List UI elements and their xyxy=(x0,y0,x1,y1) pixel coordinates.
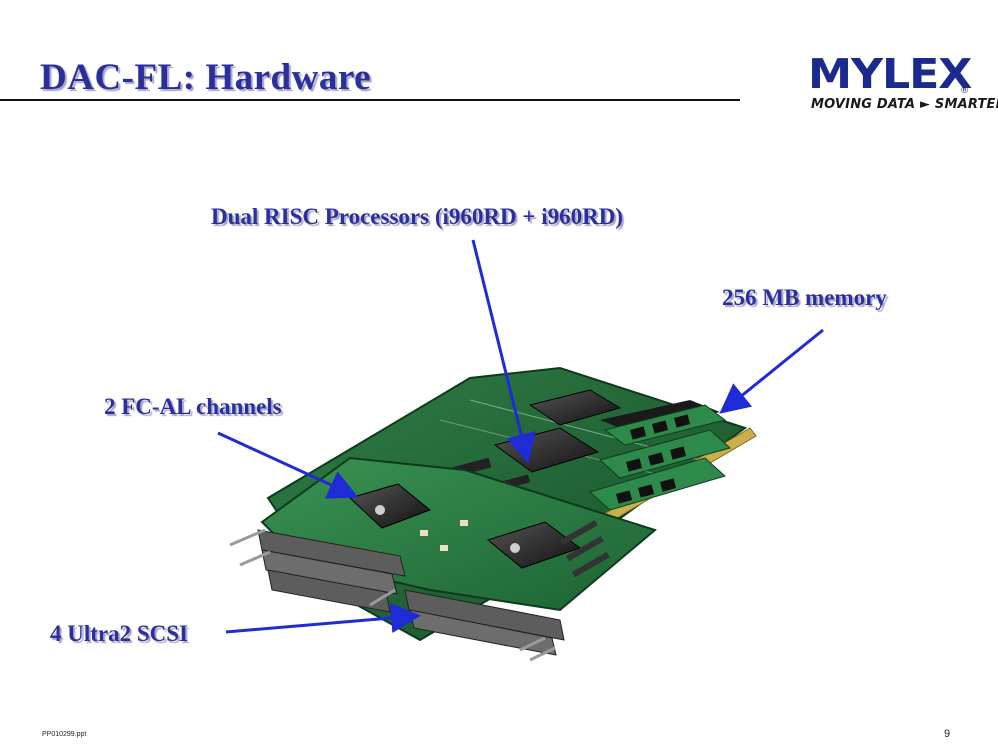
footer-page-number: 9 xyxy=(944,728,951,740)
title-rule xyxy=(0,99,740,101)
callout-scsi: 4 Ultra2 SCSI xyxy=(50,621,189,646)
logo-wordmark: MYLEX xyxy=(808,50,972,98)
memory-modules xyxy=(589,400,732,511)
footer-filename: PP010299.ppt xyxy=(42,731,87,738)
callout-processors: Dual RISC Processors (i960RD + i960RD) xyxy=(211,204,623,229)
logo-tagline: MOVING DATA ► SMARTER xyxy=(811,97,998,112)
callout-memory: 256 MB memory xyxy=(722,285,887,310)
callout-fc-al: 2 FC-AL channels xyxy=(104,394,282,419)
logo-registered-mark: ® xyxy=(960,86,969,96)
mylex-logo: MYLEX ® MOVING DATA ► SMARTER xyxy=(808,50,998,122)
scsi-connectors xyxy=(229,528,565,662)
slide-title: DAC-FL: Hardware xyxy=(40,57,372,98)
